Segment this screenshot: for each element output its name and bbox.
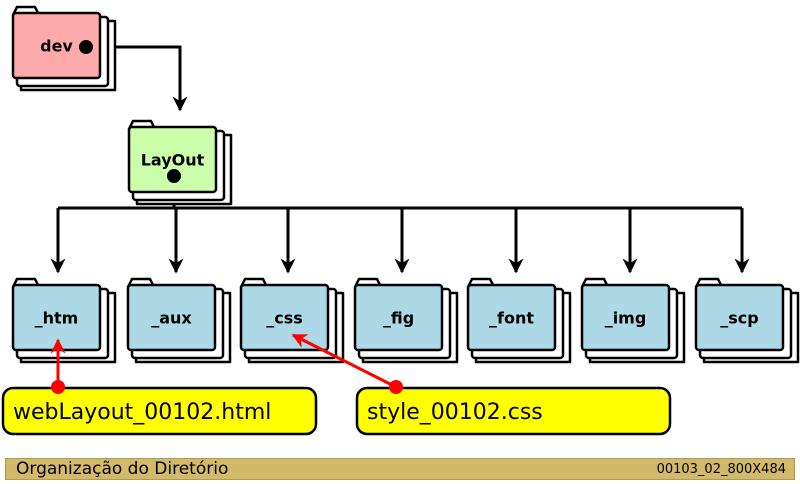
file-box-shape bbox=[1, 386, 318, 436]
file-box-html[interactable]: webLayout_00102.html bbox=[1, 386, 318, 436]
folder-front bbox=[466, 283, 557, 352]
folder-front bbox=[580, 283, 671, 352]
file-box-shape bbox=[355, 386, 672, 436]
folder-label: _scp bbox=[720, 308, 758, 327]
folder-label: _fig bbox=[383, 308, 414, 327]
folder-htm[interactable]: _htm bbox=[11, 277, 117, 364]
file-label: style_00102.css bbox=[367, 400, 543, 425]
folder-img[interactable]: _img bbox=[580, 277, 686, 364]
folder-label: _htm bbox=[35, 308, 79, 327]
folder-front bbox=[694, 283, 785, 352]
file-link-dot-css bbox=[389, 380, 403, 394]
folder-label: _img bbox=[605, 308, 647, 327]
file-link-dot-html bbox=[51, 380, 65, 394]
caption-code: 00103_02_800X484 bbox=[656, 462, 786, 477]
caption-title: Organização do Diretório bbox=[16, 459, 229, 479]
folder-front bbox=[353, 283, 444, 352]
connector-lines bbox=[50, 45, 750, 274]
folder-front bbox=[126, 283, 217, 352]
caption-bar: Organização do Diretório 00103_02_800X48… bbox=[5, 458, 795, 480]
folder-font[interactable]: _font bbox=[466, 277, 572, 364]
folder-dev[interactable]: dev bbox=[11, 5, 117, 92]
file-link-css-to-css bbox=[291, 333, 397, 389]
connector-dot-dev bbox=[79, 40, 93, 54]
folder-scp[interactable]: _scp bbox=[694, 277, 800, 364]
folder-front bbox=[11, 11, 102, 80]
folder-label: _css bbox=[266, 308, 303, 327]
folder-front bbox=[239, 283, 330, 352]
file-box-css[interactable]: style_00102.css bbox=[355, 386, 672, 436]
folder-label: _aux bbox=[151, 308, 192, 327]
folder-label: dev bbox=[40, 36, 73, 55]
connector-dot-layout bbox=[167, 169, 181, 183]
connector-dev-to-layout bbox=[86, 45, 188, 112]
file-label: webLayout_00102.html bbox=[13, 400, 271, 425]
folder-front bbox=[127, 125, 218, 194]
folder-aux[interactable]: _aux bbox=[126, 277, 232, 364]
folder-css[interactable]: _css bbox=[239, 277, 345, 364]
folder-label: _font bbox=[489, 308, 534, 327]
folder-fig[interactable]: _fig bbox=[353, 277, 459, 364]
folder-label: LayOut bbox=[141, 150, 205, 169]
folder-layout[interactable]: LayOut bbox=[127, 119, 233, 206]
